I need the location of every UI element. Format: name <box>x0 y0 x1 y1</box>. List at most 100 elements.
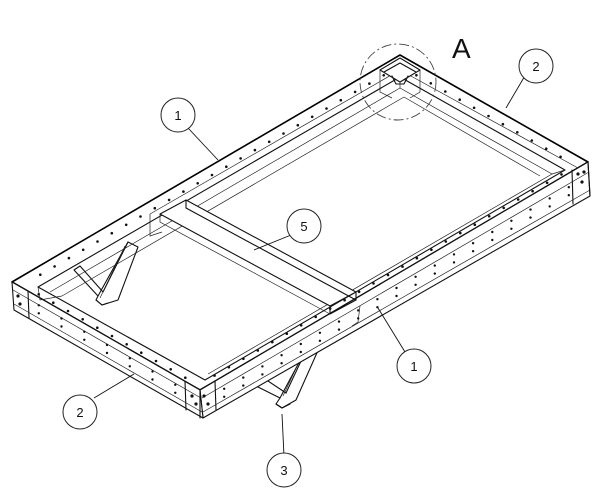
bolt-hole <box>96 240 99 243</box>
bolt-hole <box>52 301 55 305</box>
corner-bolt-hole <box>580 180 584 184</box>
bolt-hole <box>529 216 532 219</box>
bolt-hole <box>227 365 231 369</box>
bolt-hole <box>429 82 433 85</box>
bolt-hole <box>174 383 177 386</box>
bolt-hole <box>459 231 462 235</box>
balloon-3-text: 3 <box>280 463 287 478</box>
bolt-hole <box>501 122 505 126</box>
balloon-5-text: 5 <box>300 219 307 234</box>
bolt-hole <box>353 90 357 94</box>
bolt-hole <box>502 206 506 210</box>
bolt-hole <box>66 309 70 313</box>
bolt-hole <box>253 148 257 152</box>
bolt-hole <box>314 315 318 319</box>
bolt-hole <box>444 90 447 93</box>
bolt-hole <box>545 181 549 185</box>
bolt-hole <box>473 223 477 226</box>
corner-bolt-hole <box>202 394 206 398</box>
bolt-hole <box>414 283 417 286</box>
bolt-hole <box>559 155 562 159</box>
bolt-hole <box>37 304 40 307</box>
bolt-hole <box>471 250 475 253</box>
front-long-beam <box>199 161 591 419</box>
bolt-hole <box>472 106 476 110</box>
bolt-hole <box>567 194 570 197</box>
bolt-hole <box>415 73 418 77</box>
bolt-hole <box>256 349 260 352</box>
bolt-hole <box>516 131 519 134</box>
corner-bracket-detail <box>379 57 421 99</box>
bolt-hole <box>83 338 86 341</box>
corner-bolt-hole <box>582 170 586 174</box>
bolt-hole <box>124 223 128 227</box>
bolt-hole <box>151 378 154 381</box>
bolt-hole <box>261 365 264 368</box>
bolt-hole <box>110 231 114 235</box>
bolt-hole <box>280 354 283 357</box>
bolt-hole <box>529 208 532 211</box>
bolt-hole <box>153 206 157 210</box>
bolt-hole <box>261 373 264 376</box>
balloon-3: 3 <box>266 452 302 488</box>
bolt-hole <box>452 261 456 264</box>
bolt-hole <box>196 182 199 185</box>
bolt-hole <box>280 362 283 365</box>
bolt-hole <box>318 339 322 342</box>
bolt-hole <box>544 147 548 150</box>
bolt-hole <box>223 395 226 398</box>
bolt-hole <box>128 365 131 368</box>
corner-blocks <box>27 161 591 419</box>
bolt-holes <box>16 73 586 406</box>
bolt-hole <box>510 219 513 222</box>
corner-bolt-hole <box>18 302 22 306</box>
left-leg-support <box>73 241 139 306</box>
bolt-hole <box>296 123 300 127</box>
bolt-hole <box>433 264 436 267</box>
bolt-hole <box>471 242 475 245</box>
balloon-1-top: 1 <box>160 97 196 133</box>
bolt-hole <box>487 114 490 118</box>
bolt-hole <box>210 173 214 177</box>
balloon-1-top-text: 1 <box>174 108 181 123</box>
balloon-2-right-text: 2 <box>532 59 539 74</box>
bolt-hole <box>357 309 360 312</box>
bolt-hole <box>337 320 341 323</box>
bolt-hole <box>444 240 448 243</box>
bolt-hole <box>125 343 128 346</box>
bolt-hole <box>299 324 303 327</box>
bolt-hole <box>282 132 285 135</box>
bolt-hole <box>239 157 242 160</box>
bolt-hole <box>395 286 398 290</box>
balloon-2-left-text: 2 <box>76 405 83 420</box>
bolt-hole <box>310 115 314 119</box>
bolt-hole <box>458 98 462 101</box>
bolt-hole <box>242 376 245 379</box>
bolt-hole <box>491 230 494 234</box>
balloon-2-left: 2 <box>62 394 98 430</box>
bolt-hole <box>357 290 361 294</box>
bolt-hole <box>223 387 226 390</box>
detail-view-marker: A <box>359 33 471 121</box>
corner-bolt-hole <box>194 402 198 406</box>
detail-label-a: A <box>452 33 471 64</box>
bolt-hole <box>225 165 228 168</box>
bolt-hole <box>343 298 346 302</box>
bolt-hole <box>182 190 185 193</box>
corner-bolt-hole <box>576 172 580 176</box>
bolt-hole <box>37 293 40 296</box>
bolt-hole <box>531 189 534 193</box>
bolt-hole <box>567 186 570 189</box>
balloon-5: 5 <box>286 208 322 244</box>
balloon-1-bottom: 1 <box>396 348 432 384</box>
bolt-hole <box>299 342 302 346</box>
bolt-hole <box>325 107 328 110</box>
bolt-hole <box>140 351 143 355</box>
bolt-hole <box>60 317 63 320</box>
bolt-hole <box>81 248 85 252</box>
bolt-hole <box>337 328 341 331</box>
bolt-hole <box>382 74 386 77</box>
bolt-hole <box>110 334 114 338</box>
bolt-hole <box>139 215 142 218</box>
